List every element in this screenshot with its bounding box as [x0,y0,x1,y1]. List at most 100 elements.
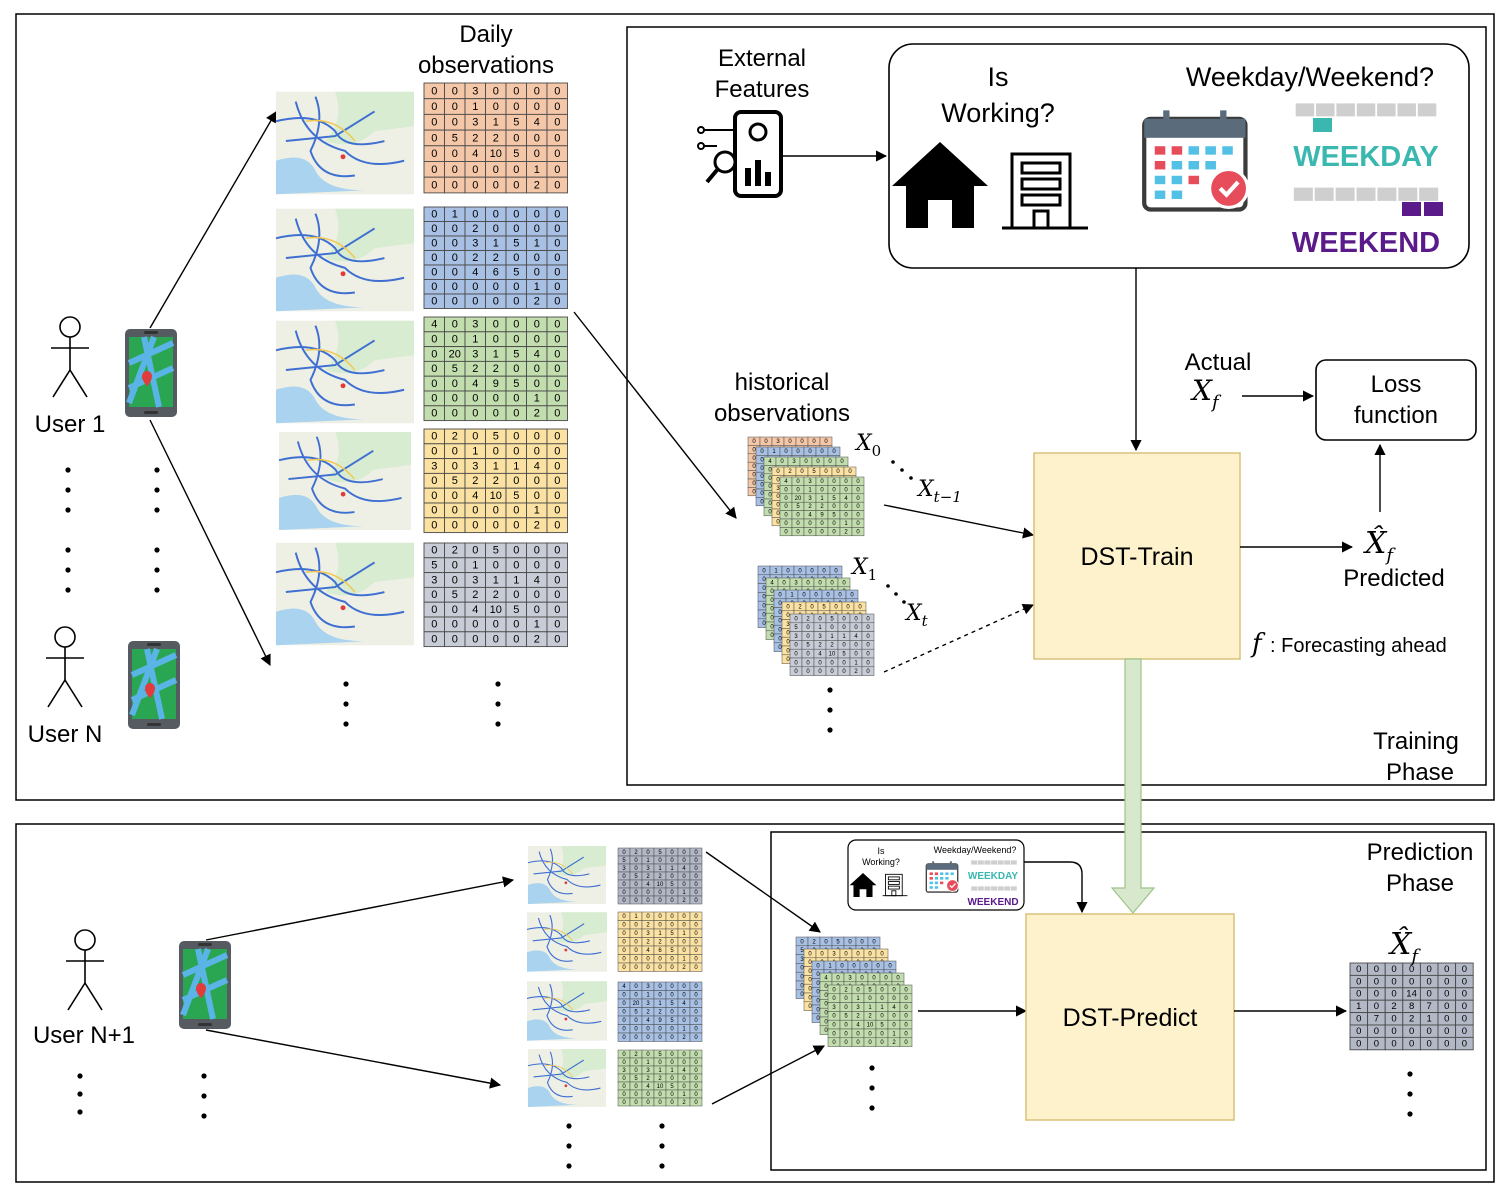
matrix-value: 0 [493,559,499,571]
matrix-value: 0 [622,1052,626,1058]
matrix-value: 0 [431,148,437,160]
matrix-value: 0 [752,456,756,462]
matrix-value: 0 [800,439,804,445]
matrix-value: 5 [822,604,826,610]
matrix-value: 1 [513,574,519,586]
matrix-value: 2 [634,850,638,856]
matrix-value: 0 [838,592,842,598]
daily-ellipsis [343,681,501,727]
forecasting-ahead-label: : Forecasting ahead [1270,635,1447,657]
matrix-value: 0 [431,604,437,616]
matrix-value: 0 [554,559,560,571]
train-to-predict-arrow [1110,658,1156,914]
matrix-value: 0 [513,559,519,571]
userN-label: User N [28,721,103,748]
matrix-value: 5 [513,348,519,360]
matrix-value: 0 [904,1014,908,1020]
matrix-value: 0 [554,545,560,557]
matrix-value: 0 [820,529,824,535]
matrix-value: 0 [534,223,540,235]
matrix-value: 0 [658,993,662,999]
matrix-value: 5 [513,237,519,249]
matrix-value: 0 [808,521,812,527]
small-weekend-banner: WEEKEND [967,897,1018,908]
matrix-value: 0 [622,948,626,954]
matrix-value: 2 [472,589,478,601]
matrix-value: 5 [670,882,674,888]
matrix-value: 0 [840,459,844,465]
matrix-value: 0 [493,445,499,457]
matrix-value: 0 [814,592,818,598]
matrix-value: 5 [452,589,458,601]
matrix-value: 0 [622,940,626,946]
matrix-value: 1 [820,496,824,502]
matrix-value: 0 [904,1005,908,1011]
matrix-value: 0 [431,633,437,645]
matrix-value: 0 [513,85,519,97]
matrix-value: 8 [1409,1001,1414,1012]
matrix-value: 0 [694,1076,698,1082]
loss-function-line2: function [1354,402,1438,429]
map-thumbnail [276,542,414,646]
matrix-value: 0 [472,180,478,192]
matrix-value: 0 [452,505,458,517]
matrix-value: 5 [658,850,662,856]
matrix-value: 1 [854,660,858,666]
matrix-value: 5 [796,504,800,510]
matrix-value: 0 [670,957,674,963]
arrow-pred-daily-to-history-bottom [711,1045,825,1105]
matrix-value: 0 [778,592,782,598]
matrix-value: 14 [1406,989,1417,1000]
matrix-value: 0 [1462,1001,1467,1012]
matrix-value: 0 [770,598,774,604]
matrix-value: 0 [1356,1038,1361,1049]
matrix-value: 0 [534,559,540,571]
matrix-value: 0 [658,1027,662,1033]
matrix-value: 0 [634,1084,638,1090]
matrix-value: 0 [876,963,880,969]
matrix-value: 3 [808,496,812,502]
matrix-value: 3 [776,439,780,445]
matrix-value: 0 [832,1031,836,1037]
matrix-value: 0 [808,1004,812,1010]
matrix-value: 3 [818,634,822,640]
matrix-cell [546,517,568,534]
matrix-value: 0 [860,975,864,981]
matrix-value: 0 [431,117,437,129]
matrix-value: 0 [554,148,560,160]
matrix-value: 0 [554,378,560,390]
matrix-value: 0 [554,490,560,502]
is-working-line2: Working? [941,98,1055,128]
matrix-value: 0 [431,519,437,531]
matrix-value: 1 [808,487,812,493]
matrix-value: 0 [493,180,499,192]
matrix-value: 1 [772,449,776,455]
matrix-value: 0 [804,459,808,465]
matrix-value: 0 [848,939,852,945]
matrix-value: 1 [493,574,499,586]
matrix-value: 4 [824,975,828,981]
matrix-value: 0 [868,951,872,957]
matrix-value: 0 [1356,1026,1361,1037]
matrix-value: 3 [808,479,812,485]
matrix-value: 2 [798,604,802,610]
matrix-value: 0 [764,439,768,445]
matrix-value: 0 [752,464,756,470]
matrix-value: 0 [1391,1026,1396,1037]
x1-xt-ellipsis [886,584,906,604]
matrix-value: 7 [1427,1001,1432,1012]
matrix-value: 0 [513,295,519,307]
matrix-value: 4 [534,348,540,360]
matrix-value: 2 [534,519,540,531]
matrix-value: 0 [904,1040,908,1046]
arrow-small-features-to-predict [1024,861,1088,914]
matrix-value: 3 [800,957,804,963]
matrix-value: 0 [760,474,764,480]
matrix-cell [546,631,568,648]
matrix-value: 0 [768,509,772,515]
matrix-value: 20 [633,1001,640,1007]
matrix-value: 0 [778,628,782,634]
matrix-value: 1 [818,625,822,631]
matrix-value: 1 [682,890,686,896]
